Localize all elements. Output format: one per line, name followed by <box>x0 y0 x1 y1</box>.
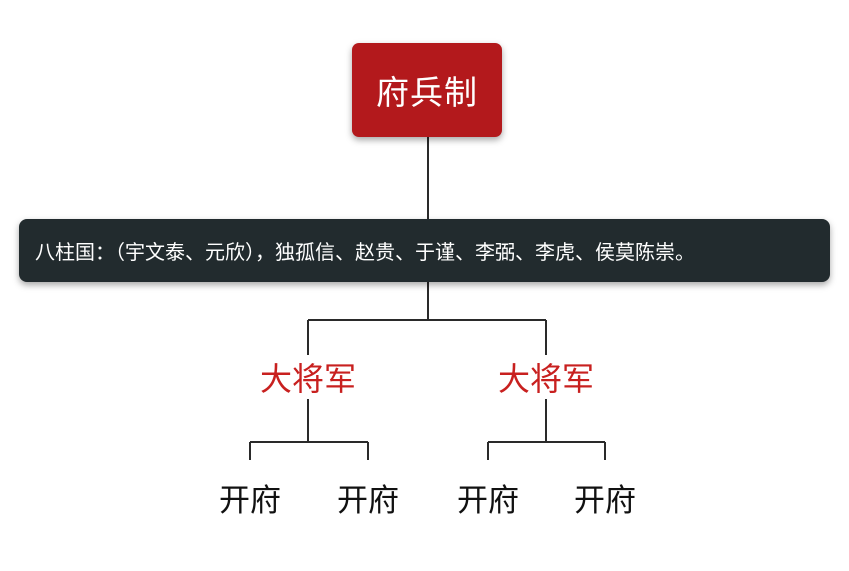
general-node-left: 大将军 <box>238 355 378 399</box>
office-node-label: 开府 <box>574 482 636 519</box>
eight-pillars-bar: 八柱国：（宇文泰、元欣），独孤信、赵贵、于谨、李弼、李虎、侯莫陈崇。 <box>19 219 830 282</box>
root-node-fubing-system: 府兵制 <box>352 43 502 137</box>
office-node-label: 开府 <box>219 482 281 519</box>
general-node-right: 大将军 <box>476 355 616 399</box>
office-node-4: 开府 <box>555 477 655 519</box>
office-node-3: 开府 <box>438 477 538 519</box>
root-node-label: 府兵制 <box>376 73 478 112</box>
office-node-2: 开府 <box>318 477 418 519</box>
office-node-label: 开府 <box>337 482 399 519</box>
general-node-label: 大将军 <box>259 360 356 398</box>
office-node-label: 开府 <box>457 482 519 519</box>
general-node-label: 大将军 <box>497 360 594 398</box>
eight-pillars-text: 八柱国：（宇文泰、元欣），独孤信、赵贵、于谨、李弼、李虎、侯莫陈崇。 <box>35 240 695 264</box>
office-node-1: 开府 <box>200 477 300 519</box>
